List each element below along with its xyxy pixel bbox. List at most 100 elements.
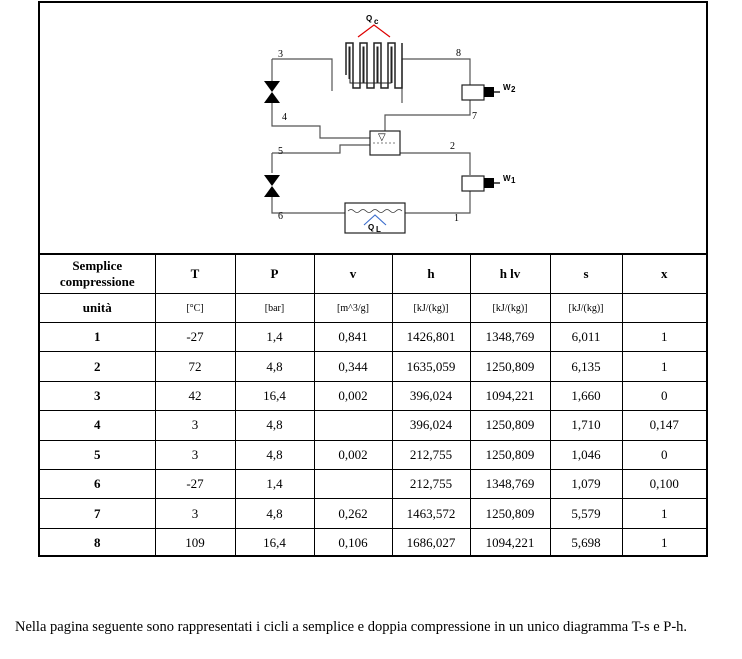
state-cell: 2 <box>40 351 156 382</box>
qc-label: Q <box>366 14 372 23</box>
value-cell: 0 <box>621 439 706 470</box>
value-cell: 0,100 <box>621 468 706 500</box>
value-cell: 1,4 <box>234 321 315 353</box>
line-8 <box>401 58 471 103</box>
value-cell: 3 <box>154 498 236 529</box>
value-cell: 1 <box>621 498 706 529</box>
value-cell: 0,002 <box>313 380 393 412</box>
value-cell: 72 <box>154 351 236 382</box>
line-7 <box>384 100 471 133</box>
value-cell: 0,841 <box>313 321 393 353</box>
value-cell: 42 <box>154 380 236 412</box>
state-label-3: 3 <box>278 49 283 60</box>
value-cell: 6,011 <box>549 321 623 353</box>
header-cell: P <box>234 253 315 294</box>
value-cell: 0,262 <box>313 498 393 529</box>
value-cell: 396,024 <box>391 410 471 441</box>
value-cell: 1 <box>621 351 706 382</box>
liquid-level-icon: ▽ <box>378 132 386 143</box>
value-cell: -27 <box>154 468 236 500</box>
value-cell: 0,106 <box>313 527 393 558</box>
value-cell: 1 <box>621 527 706 558</box>
value-cell: 1,046 <box>549 439 623 470</box>
footer-paragraph: Nella pagina seguente sono rappresentati… <box>15 619 688 635</box>
header-cell: h <box>391 253 471 294</box>
value-cell: 1,660 <box>549 380 623 412</box>
value-cell: 4,8 <box>234 498 315 529</box>
value-cell: 1686,027 <box>391 527 471 558</box>
line-5-top <box>272 144 370 154</box>
value-cell: 109 <box>154 527 236 558</box>
value-cell <box>313 468 393 500</box>
value-cell: 0,344 <box>313 351 393 382</box>
value-cell: 1,710 <box>549 410 623 441</box>
state-cell: 8 <box>40 527 156 558</box>
value-cell <box>313 410 393 441</box>
unit-cell: [kJ/(kg)] <box>391 293 471 323</box>
value-cell: 1,079 <box>549 468 623 500</box>
value-cell: 3 <box>154 439 236 470</box>
refrigeration-cycle-schematic: Q c ▽ W 2 W 1 <box>264 14 516 234</box>
qc-arrow <box>357 24 391 38</box>
line-1 <box>405 191 471 214</box>
expansion-valve-upper <box>264 81 280 103</box>
value-cell: 1426,801 <box>391 321 471 353</box>
unit-cell: [bar] <box>234 293 315 323</box>
value-cell: 4,8 <box>234 439 315 470</box>
value-cell: 0,147 <box>621 410 706 441</box>
state-cell: 1 <box>40 321 156 353</box>
compressor-high <box>461 84 500 101</box>
unit-cell: [m^3/g] <box>313 293 393 323</box>
condenser-coil <box>345 42 403 89</box>
header-cell: T <box>154 253 236 294</box>
value-cell: 1348,769 <box>469 321 551 353</box>
value-cell: 1094,221 <box>469 527 551 558</box>
header-cell: h lv <box>469 253 551 294</box>
state-cell: 3 <box>40 380 156 412</box>
state-label-8: 8 <box>456 48 461 59</box>
value-cell: 1250,809 <box>469 351 551 382</box>
line-4 <box>271 103 370 139</box>
state-label-2: 2 <box>450 141 455 152</box>
table-header-row: Semplice compressione T P v h h lv s x <box>40 253 706 294</box>
state-label-5: 5 <box>278 146 283 157</box>
value-cell: 1463,572 <box>391 498 471 529</box>
state-label-4: 4 <box>282 112 287 123</box>
ql-subscript: L <box>376 225 381 234</box>
unit-cell: [°C] <box>154 293 236 323</box>
w1-label: W <box>503 174 511 183</box>
header-cell: x <box>621 253 706 294</box>
value-cell: 1348,769 <box>469 468 551 500</box>
value-cell: 6,135 <box>549 351 623 382</box>
header-cell: s <box>549 253 623 294</box>
value-cell: 0,002 <box>313 439 393 470</box>
w1-subscript: 1 <box>511 176 516 185</box>
unit-cell: [kJ/(kg)] <box>549 293 623 323</box>
value-cell: 1250,809 <box>469 439 551 470</box>
expansion-valve-lower <box>264 175 280 197</box>
state-cell: 5 <box>40 439 156 470</box>
table-units-row: unità [°C] [bar] [m^3/g] [kJ/(kg)] [kJ/(… <box>40 293 706 323</box>
value-cell: 1094,221 <box>469 380 551 412</box>
value-cell: 212,755 <box>391 468 471 500</box>
qc-subscript: c <box>374 17 379 26</box>
ql-label: Q <box>368 223 374 232</box>
state-label-6: 6 <box>278 211 283 222</box>
value-cell: 1,4 <box>234 468 315 500</box>
value-cell: 1635,059 <box>391 351 471 382</box>
unit-cell: [kJ/(kg)] <box>469 293 551 323</box>
state-cell: 6 <box>40 468 156 500</box>
value-cell: -27 <box>154 321 236 353</box>
value-cell: 1 <box>621 321 706 353</box>
value-cell: 1250,809 <box>469 410 551 441</box>
value-cell: 4,8 <box>234 410 315 441</box>
line-3-top <box>272 58 333 91</box>
state-cell: 7 <box>40 498 156 529</box>
